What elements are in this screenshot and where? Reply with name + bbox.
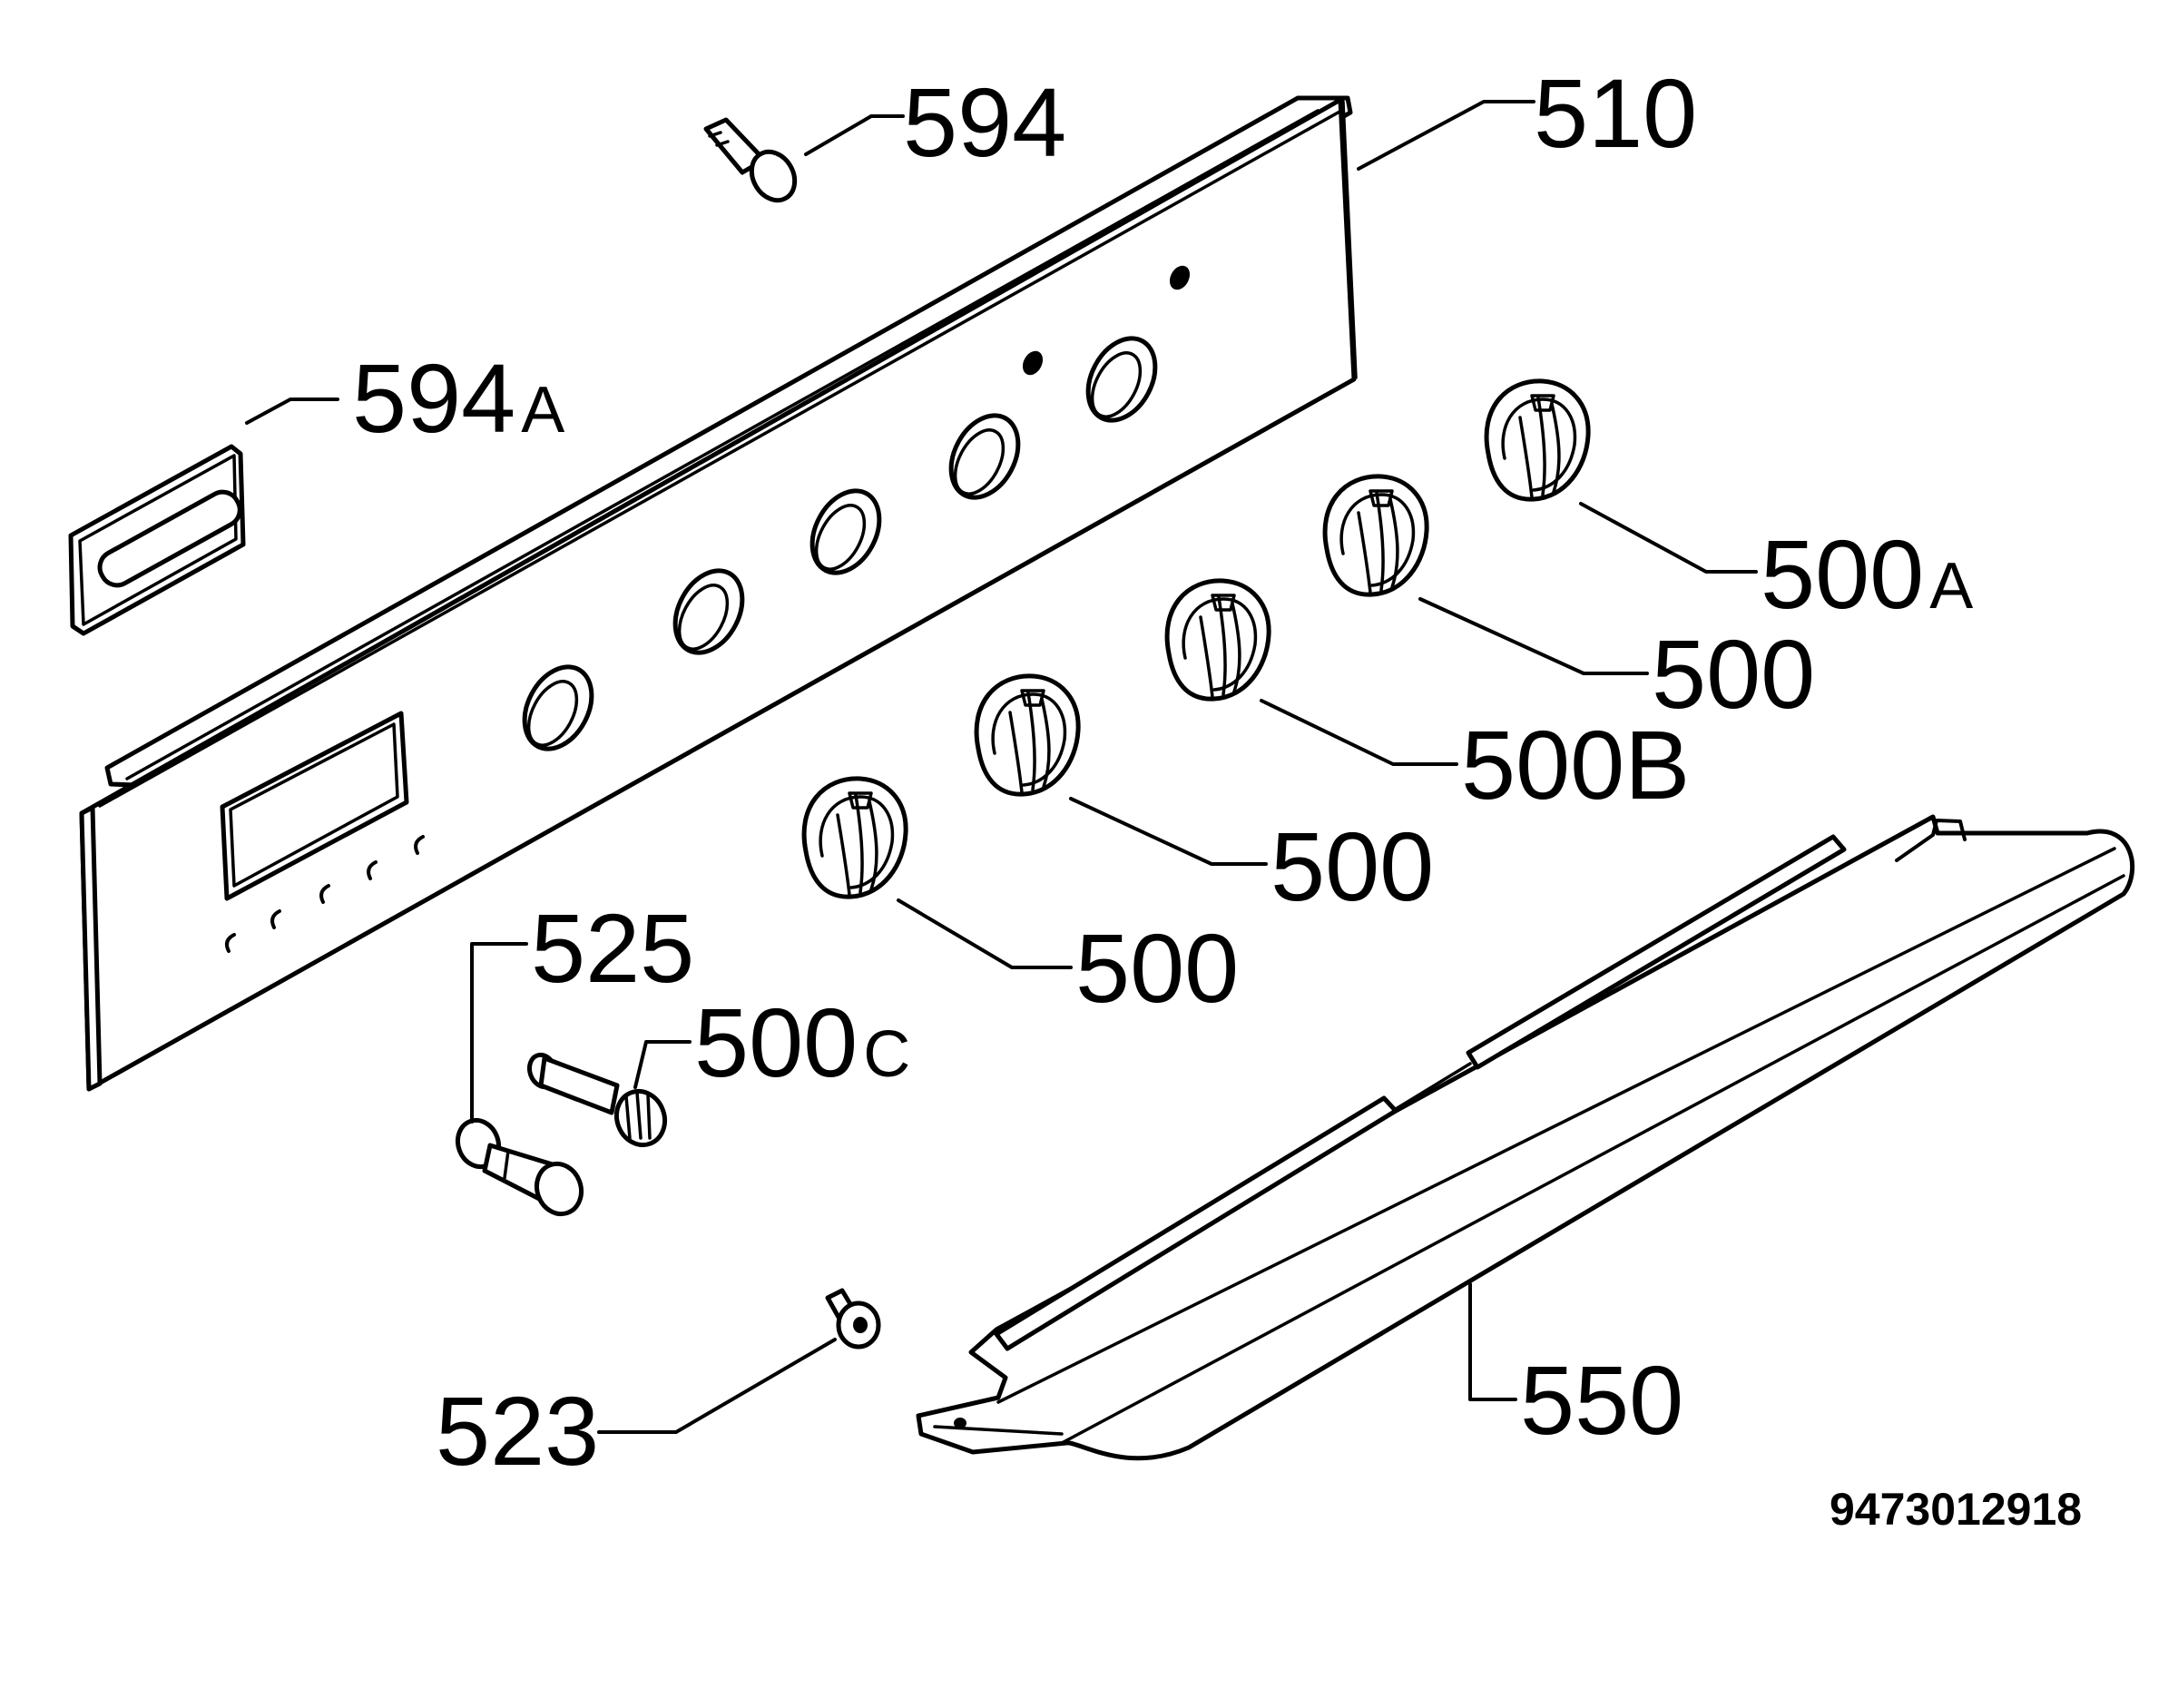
label-523: 523 [436, 1376, 599, 1486]
label-500c: 500C [694, 987, 910, 1097]
knob-hole [948, 413, 1021, 500]
knob-hole [522, 664, 594, 751]
document-number: 9473012918 [1830, 1484, 2082, 1535]
knob-500b [1164, 578, 1271, 702]
clip-594a [68, 444, 246, 636]
label-500: 500 [1270, 811, 1434, 921]
label-500: 500 [1652, 619, 1815, 729]
label-500: 500 [1075, 913, 1239, 1023]
knob-hole [809, 488, 882, 575]
screw-525 [455, 1117, 584, 1217]
label-594a-suffix: A [521, 374, 564, 447]
knob-500 [1322, 474, 1429, 597]
label-550: 550 [1520, 1345, 1683, 1455]
label-525: 525 [531, 893, 694, 1003]
label-594a: 594A [352, 343, 564, 453]
label-510: 510 [1534, 58, 1697, 168]
screw-523 [825, 1288, 881, 1350]
label-500a-number: 500 [1761, 519, 1924, 629]
pin-594 [703, 117, 798, 203]
knob-hole [672, 568, 745, 655]
trim-strip-550 [916, 814, 2135, 1461]
label-500a-suffix: A [1929, 550, 1973, 623]
label-500b-suffix: B [1624, 710, 1690, 820]
label-594a-number: 594 [352, 343, 515, 453]
knob-500a [1484, 378, 1591, 502]
label-500b: 500B [1461, 710, 1690, 820]
knob-500 [974, 673, 1081, 797]
label-500a: 500A [1761, 519, 1973, 629]
label-500c-suffix: C [863, 1018, 910, 1091]
label-594: 594 [903, 67, 1066, 177]
label-500c-number: 500 [694, 987, 858, 1097]
control-panel-510 [79, 95, 1358, 1092]
knob-500 [801, 776, 908, 899]
label-500b-number: 500 [1461, 710, 1624, 820]
knob-hole [1085, 336, 1158, 423]
shaft-500c [526, 1052, 667, 1148]
